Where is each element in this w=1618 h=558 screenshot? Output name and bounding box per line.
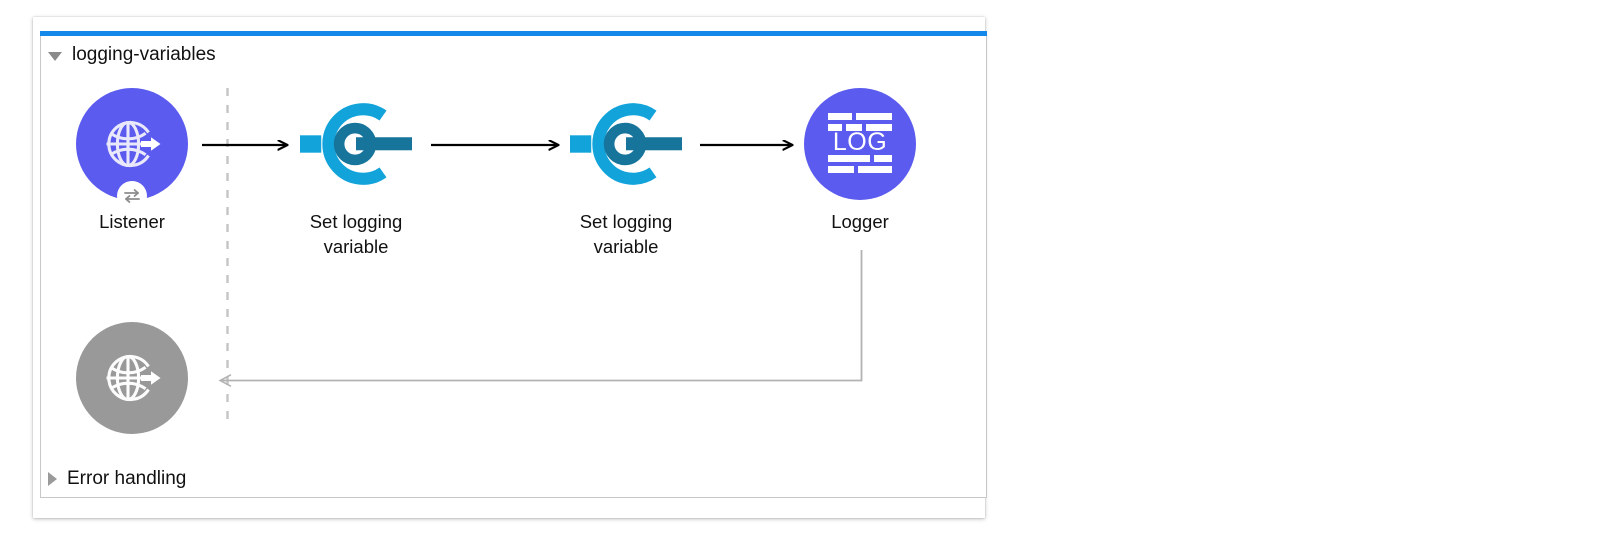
set-variable-icon xyxy=(300,103,412,185)
node-listener-circle[interactable] xyxy=(76,88,188,211)
error-handling-header[interactable]: Error handling xyxy=(48,468,186,490)
logger-icon: LOG xyxy=(828,113,892,173)
globe-arrow-icon xyxy=(106,120,161,168)
flow-selected-accent-bar xyxy=(40,31,987,36)
node-set-logging-variable-1[interactable]: Set logging variable xyxy=(298,88,414,259)
error-handling-label: Error handling xyxy=(67,468,187,489)
node-listener[interactable]: Listener xyxy=(74,88,190,234)
node-listener-label: Listener xyxy=(99,211,165,232)
node-error-source-listener[interactable] xyxy=(74,322,190,443)
node-logger-circle[interactable]: LOG xyxy=(804,88,916,200)
logger-icon-text: LOG xyxy=(833,128,887,156)
node-set-logging-variable-1-icon-wrap[interactable] xyxy=(300,88,412,200)
node-listener-exchange-badge xyxy=(117,181,147,211)
node-logger[interactable]: LOG Logger xyxy=(802,88,918,234)
node-error-source-listener-circle[interactable] xyxy=(76,322,188,434)
exchange-arrows-icon xyxy=(124,189,140,203)
node-set-logging-variable-2[interactable]: Set logging variable xyxy=(568,88,684,259)
flow-header[interactable]: logging-variables xyxy=(48,44,216,66)
flow-name-label: logging-variables xyxy=(72,44,216,65)
triangle-down-icon[interactable] xyxy=(48,51,62,61)
node-set-logging-variable-1-label: Set logging variable xyxy=(309,211,403,257)
node-set-logging-variable-2-icon-wrap[interactable] xyxy=(570,88,682,200)
globe-arrow-icon xyxy=(106,354,161,402)
triangle-right-icon[interactable] xyxy=(48,472,57,486)
set-variable-icon xyxy=(570,103,682,185)
node-set-logging-variable-2-label: Set logging variable xyxy=(579,211,673,257)
node-logger-label: Logger xyxy=(831,211,889,232)
